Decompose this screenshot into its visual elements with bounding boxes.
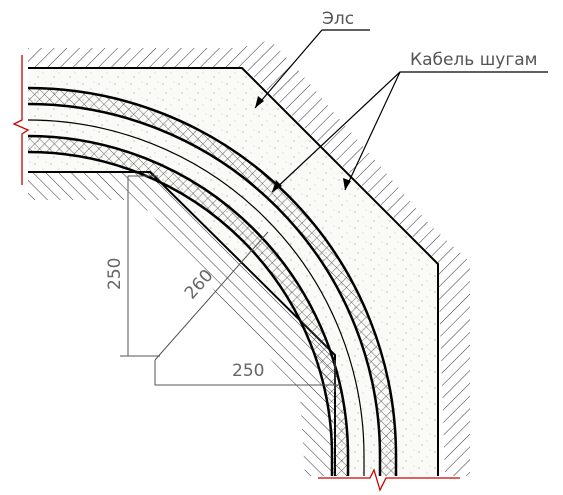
cable-pipe-outer [27,88,396,476]
els-leader-line [254,29,370,109]
soil-hatching-top [28,40,470,476]
soil-hatching-inner [28,172,335,476]
vertical-dimension-value: 250 [105,258,125,290]
radius-dimension-line [154,231,269,361]
cable-pipe-middle-band [27,119,365,476]
els-label: Элс [322,9,354,29]
vertical-dimension-line [120,175,160,357]
bottom-break-mark [318,468,460,492]
cable-pipe-inner [27,136,348,476]
trench-outer-edge [28,67,439,476]
left-break-mark [12,55,30,185]
horizontal-dimension-value: 250 [232,361,264,381]
cable-trench-label: Кабель шугам [410,50,538,70]
cable-leader-line [271,71,548,193]
horizontal-dimension-line [154,360,340,392]
